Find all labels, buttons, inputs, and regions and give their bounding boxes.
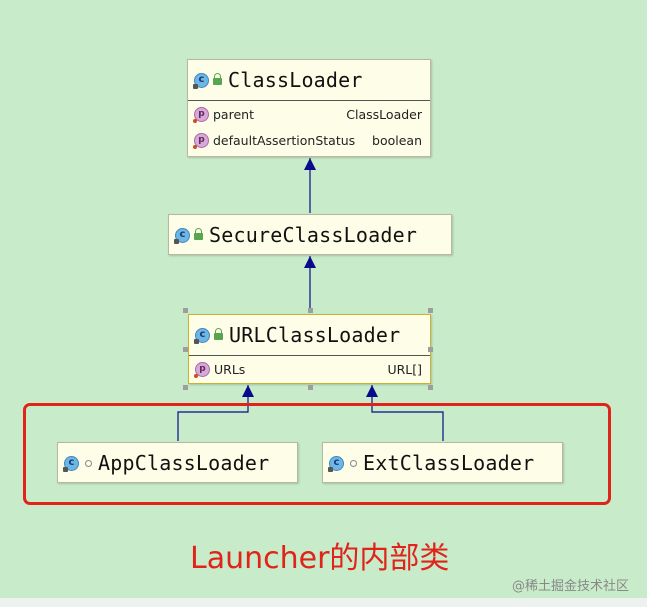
secureclassloader-node[interactable]: c SecureClassLoader: [168, 214, 452, 255]
field-list: p parent ClassLoader p defaultAssertionS…: [188, 100, 430, 153]
class-name: ExtClassLoader: [363, 451, 535, 475]
selection-handle[interactable]: [183, 347, 188, 352]
field-icon: p: [194, 361, 210, 378]
field-icon: p: [193, 132, 209, 149]
class-icon: c: [328, 455, 344, 472]
field-row[interactable]: p parent ClassLoader: [188, 101, 430, 127]
field-row[interactable]: p URLs URL[]: [189, 356, 430, 382]
appclassloader-header: c AppClassLoader: [58, 443, 297, 483]
watermark: @稀土掘金技术社区: [511, 579, 629, 594]
classloader-node[interactable]: c ClassLoader p parent ClassLoader p def…: [187, 59, 431, 157]
field-type: URL[]: [387, 361, 422, 377]
class-name: SecureClassLoader: [209, 223, 418, 247]
field-row[interactable]: p defaultAssertionStatus boolean: [188, 127, 430, 153]
package-private-icon: [85, 459, 92, 467]
class-name: AppClassLoader: [98, 451, 270, 475]
field-type: boolean: [372, 132, 422, 148]
extclassloader-header: c ExtClassLoader: [323, 443, 562, 483]
inner-class-caption: Launcher的内部类: [190, 541, 450, 576]
field-icon: p: [193, 106, 209, 123]
appclassloader-node[interactable]: c AppClassLoader: [57, 442, 298, 483]
class-icon: c: [194, 327, 210, 344]
class-name: URLClassLoader: [229, 323, 401, 347]
selection-handle[interactable]: [183, 385, 188, 390]
class-name: ClassLoader: [228, 68, 363, 92]
inner-class-highlight-frame: [23, 403, 611, 505]
secureclassloader-header: c SecureClassLoader: [169, 215, 451, 255]
bottom-strip: [0, 598, 647, 607]
field-name: parent: [213, 106, 254, 122]
selection-handle[interactable]: [183, 308, 188, 313]
field-name: defaultAssertionStatus: [213, 132, 356, 148]
edge-app-to-url: [177, 385, 254, 441]
classloader-header: c ClassLoader: [188, 60, 430, 100]
urlclassloader-node[interactable]: c URLClassLoader p URLs URL[]: [188, 314, 431, 384]
package-private-icon: [350, 459, 357, 467]
selection-handle[interactable]: [428, 308, 433, 313]
urlclassloader-header: c URLClassLoader: [189, 315, 430, 355]
selection-handle[interactable]: [428, 385, 433, 390]
field-type: ClassLoader: [346, 106, 422, 122]
selection-handle[interactable]: [428, 347, 433, 352]
field-list: p URLs URL[]: [189, 355, 430, 382]
class-icon: c: [193, 72, 209, 89]
edge-ext-to-url: [366, 385, 444, 441]
extclassloader-node[interactable]: c ExtClassLoader: [322, 442, 563, 483]
selection-handle[interactable]: [308, 385, 313, 390]
public-lock-icon: [194, 228, 203, 241]
public-lock-icon: [214, 328, 223, 341]
public-lock-icon: [213, 73, 222, 86]
class-icon: c: [63, 455, 79, 472]
field-name: URLs: [214, 361, 246, 377]
class-icon: c: [174, 227, 190, 244]
selection-handle[interactable]: [308, 308, 313, 313]
